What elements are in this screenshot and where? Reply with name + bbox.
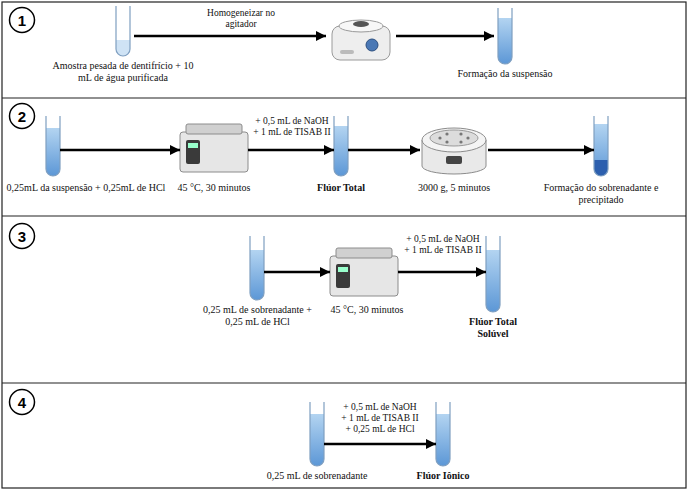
test-tube <box>250 236 264 300</box>
reagent-label: + 0,5 mL de NaOH + 1 mL de TISAB II <box>252 116 332 138</box>
step-caption: 0,25mL da suspensão + 0,25mL de HCl <box>6 182 166 194</box>
test-tubes <box>46 6 608 466</box>
step-item: Flúor Iônico <box>436 402 450 466</box>
water-bath <box>330 248 398 296</box>
step-item: 45 °C, 30 minutos <box>180 124 248 172</box>
test-tube <box>436 402 450 466</box>
bath-display <box>188 143 198 148</box>
bath-display <box>338 267 348 272</box>
tube-liquid <box>436 414 450 466</box>
bath-lid <box>336 248 392 258</box>
water-bath <box>180 124 248 172</box>
bath-body <box>180 132 248 172</box>
centrifuge <box>422 128 486 174</box>
step-note: Homogeneizar no agitador <box>205 8 277 30</box>
rotor-hole <box>459 132 462 135</box>
centrifuge-rotor <box>430 130 478 146</box>
callout-number: 3 <box>8 222 36 250</box>
mixer-switch <box>340 50 354 54</box>
step-item: 0,25 mL de sobrenadante <box>310 402 324 466</box>
bath-body <box>330 256 398 296</box>
callout-number: 1 <box>8 6 36 34</box>
step-arrows <box>134 36 494 37</box>
reagent-label: + 0,5 mL de NaOH + 1 mL de TISAB II <box>403 234 483 256</box>
mixer-knob <box>366 39 378 51</box>
rotor-hole <box>445 140 448 143</box>
callout-number: 4 <box>8 388 36 416</box>
step-caption: Formação da suspensão <box>445 68 565 80</box>
step-number: 2 <box>8 102 36 130</box>
mixer-cup <box>353 21 369 27</box>
step-caption: 3000 g, 5 minutos <box>404 182 504 194</box>
process-arrow <box>134 35 326 38</box>
process-arrow <box>248 149 334 152</box>
step-item: 0,25mL da suspensão + 0,25mL de HCl <box>46 116 60 176</box>
test-tube <box>498 8 512 64</box>
test-tube <box>310 402 324 466</box>
test-tube <box>594 116 608 176</box>
callout-number: 2 <box>8 102 36 130</box>
tube-liquid <box>594 124 608 176</box>
process-arrow <box>60 149 180 152</box>
tube-liquid <box>486 250 500 312</box>
process-arrow <box>324 443 436 446</box>
step-number: 1 <box>8 6 36 34</box>
mixer-top <box>339 20 383 32</box>
tube-liquid <box>310 414 324 466</box>
step-item: Flúor Total Solúvel <box>486 236 500 312</box>
test-tube <box>334 116 348 176</box>
step-item: Amostra pesada de dentifrício + 10 mL de… <box>116 6 130 56</box>
step-item: 3000 g, 5 minutos <box>420 114 488 174</box>
step-item: 0,25 mL de sobrenadante + 0,25 mL de HCl <box>250 236 264 300</box>
step-item: Formação da suspensão <box>498 8 512 64</box>
centrifuge-lid <box>422 128 486 152</box>
step-caption: Flúor Total Solúvel <box>455 316 531 339</box>
tube-liquid <box>334 126 348 176</box>
step-caption: Formação do sobrenadante e precipitado <box>536 182 666 205</box>
step-caption: 0,25 mL de sobrenadante <box>252 470 382 482</box>
bath-panel <box>336 264 350 288</box>
tube-liquid <box>250 250 264 300</box>
process-arrow <box>396 35 494 38</box>
rotor-hole <box>459 140 462 143</box>
tube-liquid <box>46 128 60 176</box>
bath-lid <box>186 124 242 134</box>
centrifuge-display <box>446 156 462 164</box>
process-arrow <box>398 271 486 274</box>
panel-divider <box>2 97 686 98</box>
step-number: 3 <box>8 222 36 250</box>
process-arrow <box>348 149 420 152</box>
test-tube <box>486 236 500 312</box>
rotor-hole <box>445 132 448 135</box>
rotor-hole <box>466 136 469 139</box>
panel-divider <box>2 382 686 383</box>
step-caption: Amostra pesada de dentifrício + 10 mL de… <box>48 60 198 83</box>
test-tube <box>46 116 60 176</box>
step-caption: Flúor Iônico <box>403 470 483 482</box>
step-caption: 45 °C, 30 minutos <box>169 182 259 194</box>
step-number: 4 <box>8 388 36 416</box>
vortex-mixer <box>332 20 390 60</box>
tube-liquid <box>498 18 512 64</box>
step-item: 45 °C, 30 minutos <box>330 248 398 296</box>
rotor-hole <box>438 136 441 139</box>
step-caption: Flúor Total <box>296 182 386 194</box>
process-arrow <box>488 149 594 152</box>
process-arrow <box>264 271 330 274</box>
test-tube <box>116 6 130 56</box>
step-item: Flúor Total <box>334 116 348 176</box>
reagent-label: + 0,5 mL de NaOH + 1 mL de TISAB II + 0,… <box>340 402 420 435</box>
step-item: Formação do sobrenadante e precipitado <box>594 116 608 176</box>
panel-divider <box>2 215 686 216</box>
step-caption: 45 °C, 30 minutos <box>322 304 412 316</box>
step-caption: 0,25 mL de sobrenadante + 0,25 mL de HCl <box>195 304 320 327</box>
bath-panel <box>186 140 200 164</box>
